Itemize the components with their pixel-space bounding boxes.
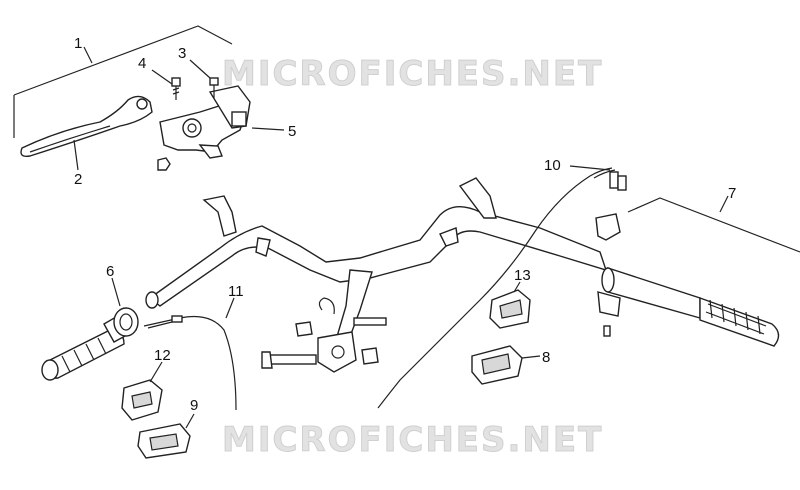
callout-10[interactable]: 10 <box>544 157 561 174</box>
callout-5[interactable]: 5 <box>288 123 297 140</box>
handlebar-mount[interactable] <box>261 269 387 373</box>
callout-3[interactable]: 3 <box>178 45 187 62</box>
nut-small[interactable] <box>157 157 171 171</box>
callout-8[interactable]: 8 <box>542 349 551 366</box>
screw-3[interactable] <box>209 77 219 98</box>
leader-4 <box>151 69 173 85</box>
cable-10[interactable] <box>377 167 627 409</box>
lever-bracket[interactable] <box>159 85 251 159</box>
leader-10 <box>569 165 611 171</box>
switch-8[interactable] <box>471 345 523 385</box>
leader-12 <box>149 361 163 383</box>
bracket-part-1 <box>13 25 233 138</box>
left-grip[interactable] <box>41 307 139 381</box>
right-grip[interactable] <box>595 213 780 347</box>
callout-13[interactable]: 13 <box>514 267 531 284</box>
leader-2 <box>73 139 79 171</box>
switch-12[interactable] <box>121 379 163 421</box>
brake-lever[interactable] <box>20 95 153 158</box>
leader-8 <box>521 355 541 359</box>
leader-6 <box>111 277 121 307</box>
handlebar[interactable] <box>145 177 608 309</box>
screw-4[interactable] <box>171 77 181 100</box>
watermark-bottom: MICROFICHES.NET <box>221 420 604 461</box>
switch-13[interactable] <box>489 289 531 329</box>
switch-9[interactable] <box>137 423 191 459</box>
callout-7[interactable]: 7 <box>728 185 737 202</box>
watermark-top: MICROFICHES.NET <box>221 54 604 95</box>
callout-2[interactable]: 2 <box>74 171 83 188</box>
leader-13 <box>513 281 521 293</box>
leader-3 <box>189 59 211 79</box>
callout-11[interactable]: 11 <box>228 283 244 300</box>
callout-12[interactable]: 12 <box>154 347 171 364</box>
leader-11 <box>225 297 235 319</box>
callout-9[interactable]: 9 <box>190 397 199 414</box>
callout-4[interactable]: 4 <box>138 55 147 72</box>
bracket-part-7 <box>627 195 800 253</box>
leader-5 <box>251 127 285 131</box>
callout-6[interactable]: 6 <box>106 263 115 280</box>
throttle-cable-11[interactable] <box>143 315 237 411</box>
callout-1[interactable]: 1 <box>74 35 83 52</box>
leader-9 <box>185 413 195 429</box>
